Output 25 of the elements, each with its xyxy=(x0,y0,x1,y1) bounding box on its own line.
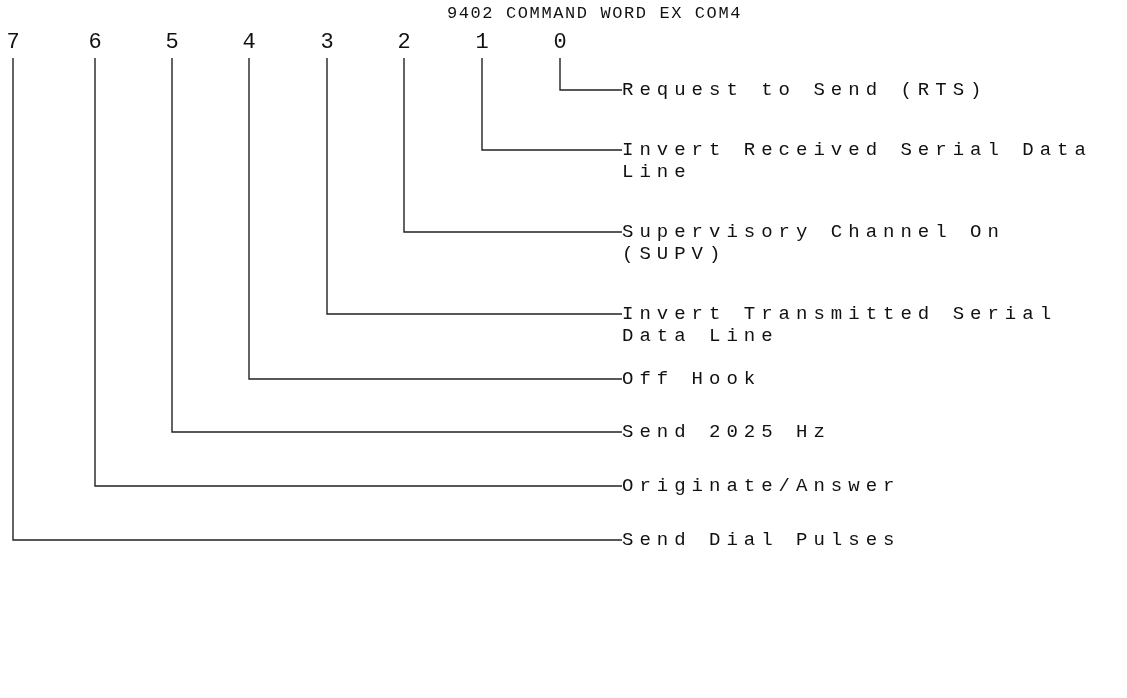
bit-number: 3 xyxy=(320,30,334,55)
leader-line xyxy=(326,57,623,315)
bit-description: Request to Send (RTS) xyxy=(622,79,988,101)
leader-line xyxy=(94,57,623,487)
bit-description: Supervisory Channel On (SUPV) xyxy=(622,221,1005,265)
bit-description: Send Dial Pulses xyxy=(622,529,901,551)
bit-description: Originate/Answer xyxy=(622,475,901,497)
bit-number: 5 xyxy=(165,30,179,55)
leader-line xyxy=(12,57,623,541)
bit-description: Off Hook xyxy=(622,368,762,390)
diagram-title: 9402 COMMAND WORD EX COM4 xyxy=(445,4,743,23)
bit-description: Invert Received Serial Data Line xyxy=(622,139,1092,183)
leader-line xyxy=(171,57,623,433)
bit-description: Invert Transmitted Serial Data Line xyxy=(622,303,1058,347)
leader-line xyxy=(403,57,623,233)
bit-number: 4 xyxy=(242,30,256,55)
bit-number: 1 xyxy=(475,30,489,55)
bit-number: 7 xyxy=(6,30,20,55)
bit-number: 6 xyxy=(88,30,102,55)
bit-number: 2 xyxy=(397,30,411,55)
bit-description: Send 2025 Hz xyxy=(622,421,831,443)
bit-number: 0 xyxy=(553,30,567,55)
leader-line xyxy=(248,57,623,380)
leader-line xyxy=(559,57,623,91)
leader-line xyxy=(481,57,623,151)
